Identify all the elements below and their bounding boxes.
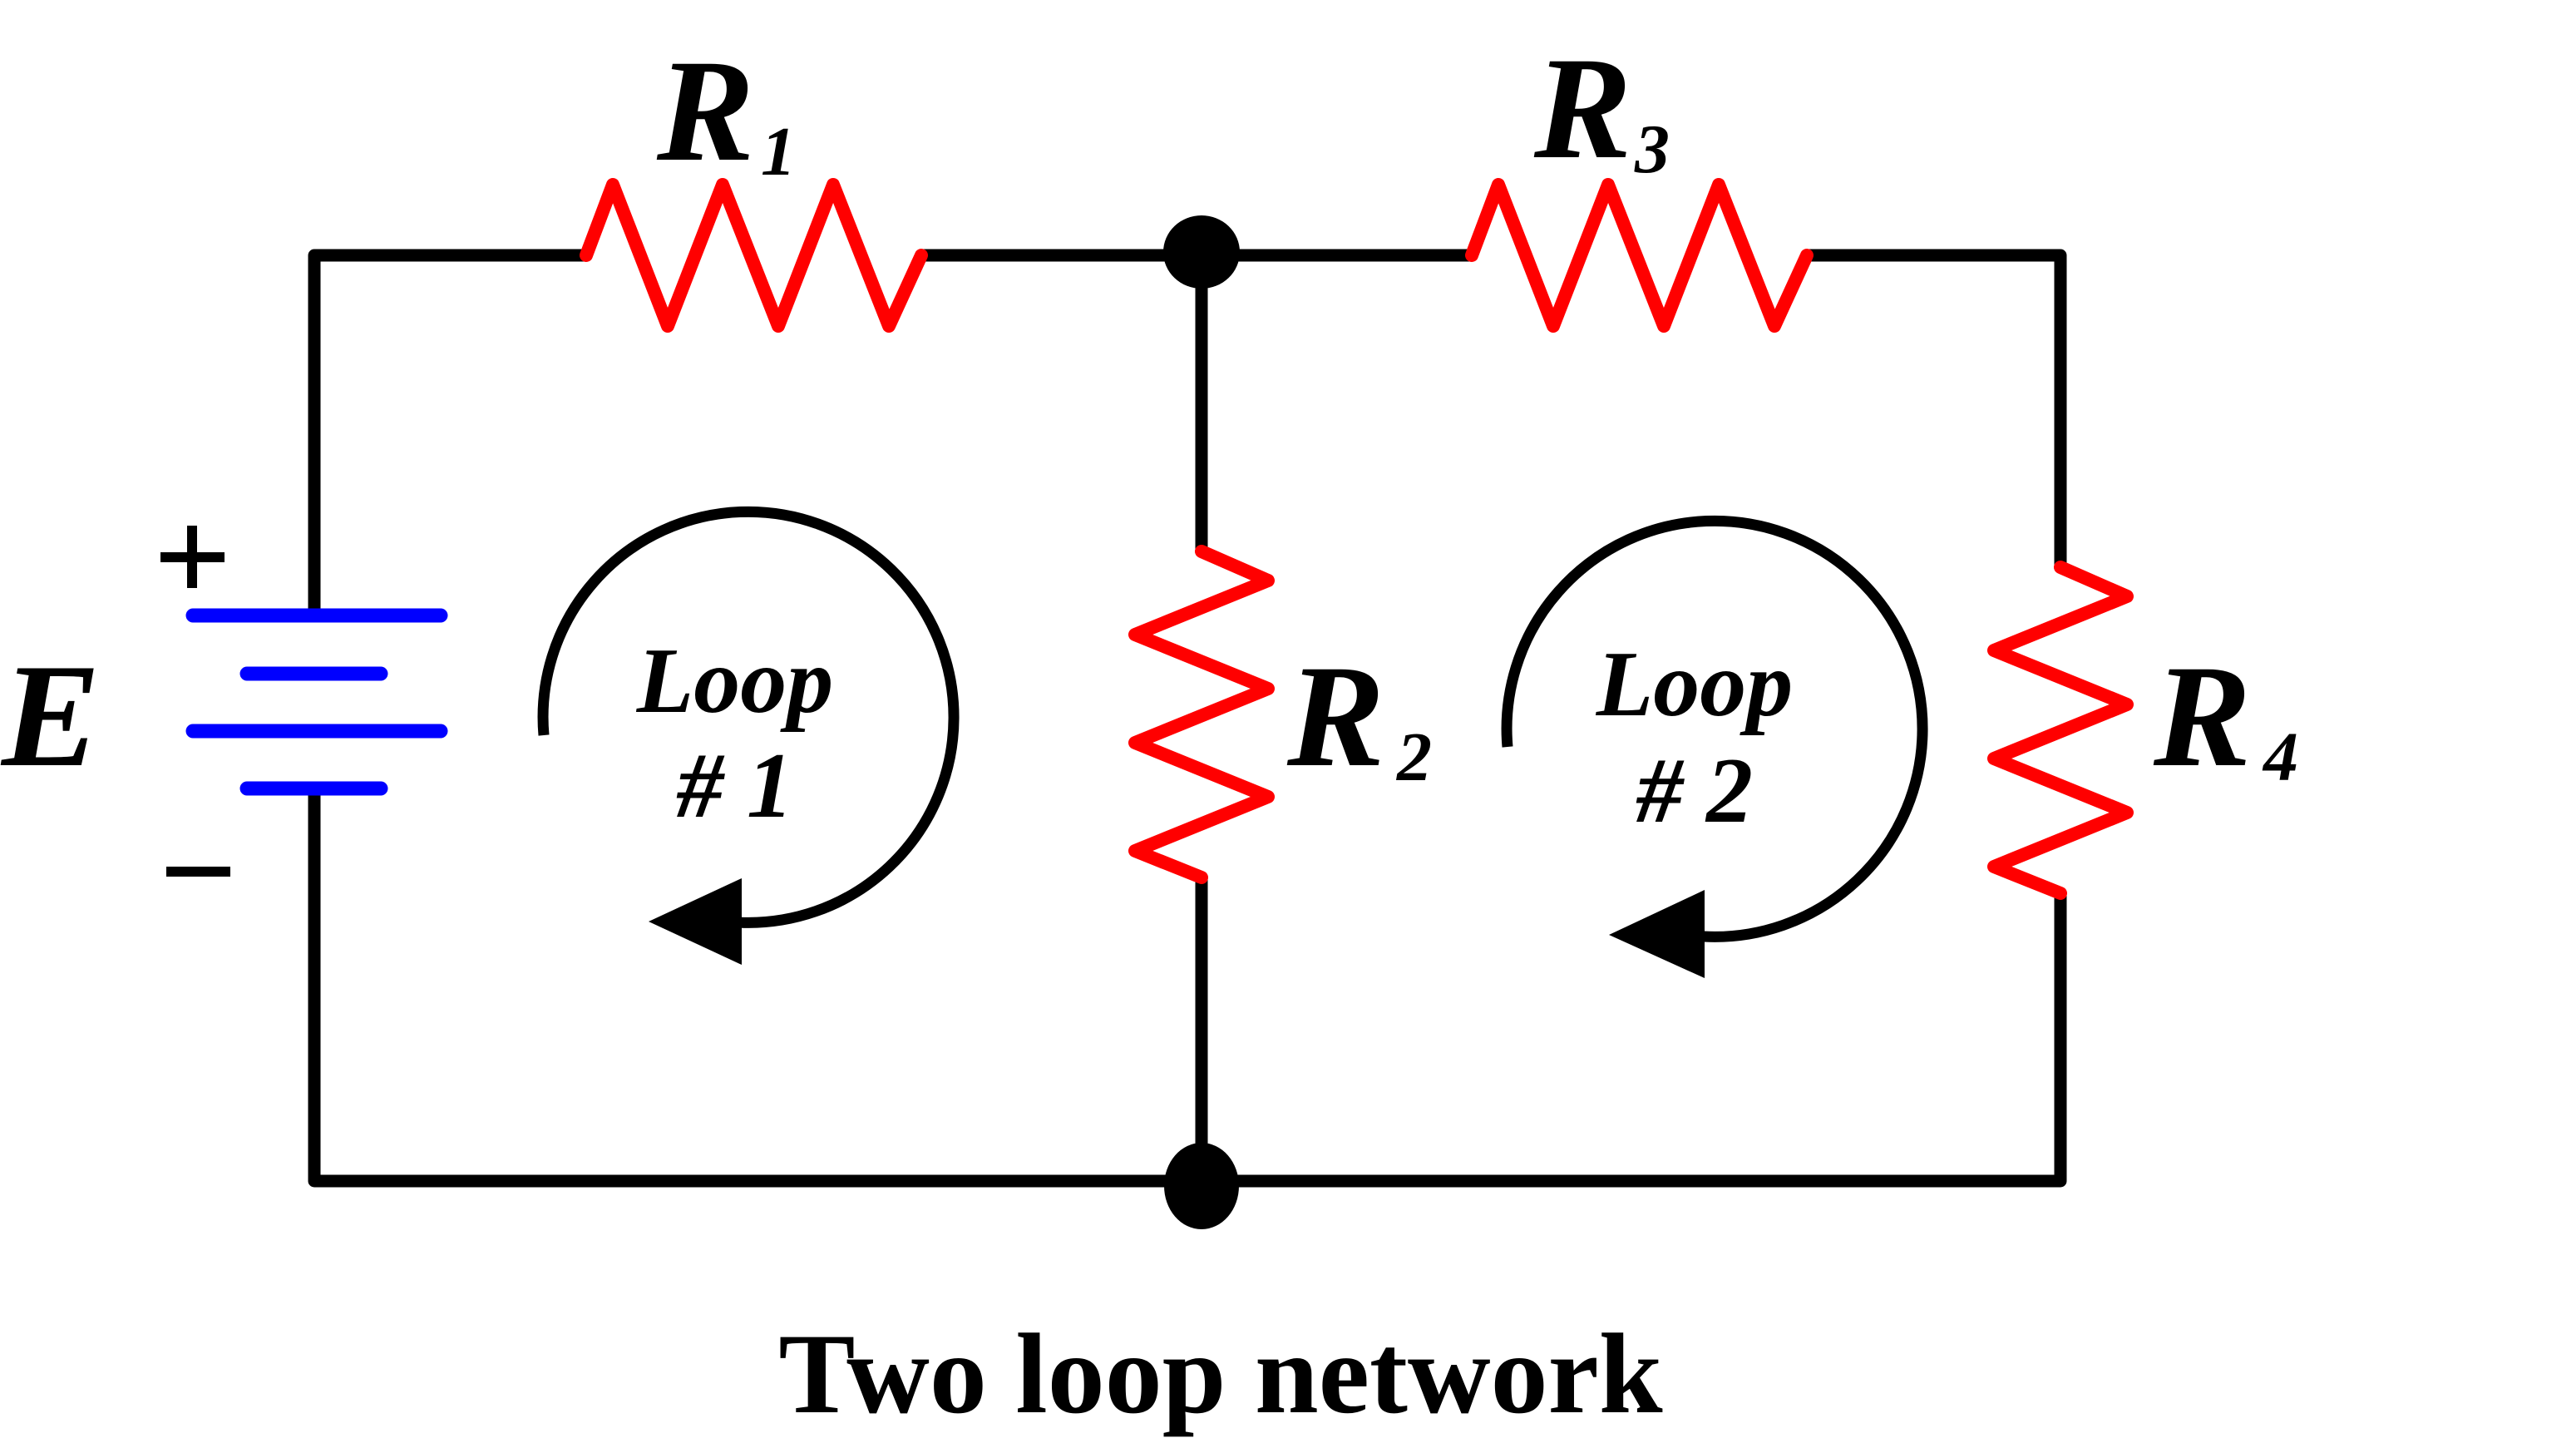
resistor-r3-label: R 3 [1533, 27, 1670, 190]
resistor-r1-label: R 1 [656, 30, 796, 192]
resistor-r2-label: R 2 [1286, 635, 1432, 798]
loop1-label-line2: # 1 [676, 734, 793, 838]
loop1-arrow [537, 506, 960, 965]
junction-dot-top [1163, 215, 1240, 289]
loop2-arrowhead-icon [1609, 890, 1705, 978]
resistor-r4-zigzag [1987, 561, 2134, 900]
wire-bottom-loop [308, 788, 2067, 1188]
loop1-label-line1: Loop [636, 630, 833, 733]
wire-right-top-corner [1807, 249, 2067, 567]
loop1-arrowhead-icon [649, 878, 742, 965]
loop2-label-line2: # 2 [1636, 739, 1753, 843]
loop2-arc [1501, 515, 1928, 942]
resistors [580, 178, 2134, 900]
loop2-label-line1: Loop [1596, 633, 1793, 736]
resistor-r3-zigzag [1465, 178, 1814, 333]
battery-plus-icon [160, 526, 225, 588]
resistor-r4-label: R 4 [2153, 635, 2298, 798]
battery-symbol: E [0, 526, 448, 877]
wire-left-top-corner [308, 249, 586, 615]
diagram-title: Two loop network [778, 1310, 1662, 1437]
battery-label: E [0, 633, 101, 798]
junction-dot-bottom [1164, 1143, 1239, 1229]
resistor-r1-zigzag [580, 178, 928, 333]
loop2-arrow [1501, 515, 1928, 978]
loop1-arc [537, 506, 960, 928]
resistor-r2-zigzag [1128, 545, 1275, 884]
